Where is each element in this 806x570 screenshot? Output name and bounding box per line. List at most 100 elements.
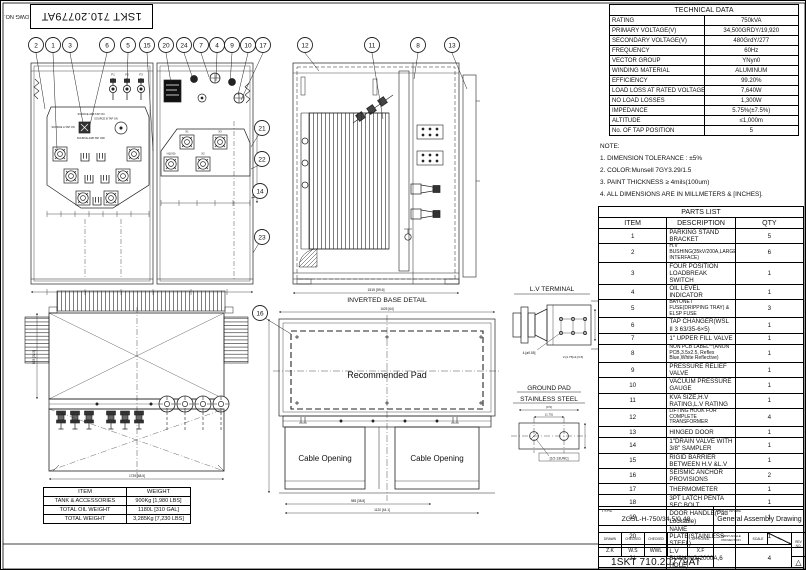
tech-value: 5: [703, 125, 799, 136]
part-item-no: 14: [597, 437, 668, 454]
svg-text:4: 4: [215, 42, 219, 49]
svg-text:16: 16: [256, 310, 264, 317]
dwg-name-label: DWG. NAME: [716, 508, 742, 513]
part-qty: 3: [734, 299, 805, 319]
parts-list-row: 8 NON PCB LABEL**(ANON PCB,3.5x2.5, Refl…: [597, 343, 805, 364]
lv-spacing-label: 2-[1.75]x2-[3.5]: [563, 355, 583, 359]
tech-label: FREQUENCY: [609, 45, 705, 56]
part-qty: 4: [734, 407, 805, 428]
part-description: PRESSURE RELIEF VALVE: [666, 362, 736, 379]
parts-list-title: PARTS LIST: [598, 206, 804, 218]
scale-slash: [768, 533, 792, 545]
part-item-no: 13: [597, 426, 668, 439]
svg-text:9: 9: [230, 42, 234, 49]
part-item-no: 7: [597, 332, 668, 345]
inverted-base-detail: [268, 311, 501, 514]
svg-text:SOURCE A&B TAP OFF: SOURCE A&B TAP OFF: [77, 136, 106, 140]
part-item-no: 10: [597, 377, 668, 394]
part-description: FOUR POSITION LOADBREAK SWITCH: [666, 261, 736, 285]
dwg-number: 1SKT 710.20779AT: [610, 557, 702, 568]
dwg-name-cell: DWG. NAME General Assembly Drawing: [714, 507, 805, 533]
sign-name: WWL: [649, 547, 663, 554]
weight-header-item: ITEM: [43, 487, 127, 497]
lv-terminal-title: L.V TERMINAL: [530, 286, 575, 293]
svg-text:15: 15: [143, 42, 151, 49]
tech-label: PRIMARY VOLTAGE(V): [609, 25, 705, 36]
tech-label: No. OF TAP POSITION: [609, 125, 705, 136]
plan-view: [24, 290, 249, 480]
weight-item: TOTAL OIL WEIGHT: [43, 505, 127, 515]
svg-text:12: 12: [301, 42, 309, 49]
parts-list-row: 19 DOOR HANDLE(Pad Lockable) 1: [597, 509, 805, 526]
projection-label: FIRST ANGLE PROJECTION: [721, 534, 741, 542]
sign-name: X.F: [696, 547, 705, 554]
sign-role: CHECKED: [625, 536, 641, 541]
plan-width-dim: 1739 [68.5]: [129, 474, 145, 478]
svg-text:24: 24: [180, 42, 188, 49]
scale-label: SCALE: [752, 536, 764, 541]
technical-data-row: VECTOR GROUP YNyn0: [609, 55, 799, 66]
svg-text:23: 23: [258, 234, 266, 241]
technical-data-table: TECHNICAL DATA RATING 750kVA PRIMARY VOL…: [609, 4, 799, 136]
type-value: ZGSL-H-750/34.5/0.48: [621, 516, 691, 523]
tech-value: ALUMINUM: [703, 65, 799, 76]
part-qty: 1: [734, 362, 805, 379]
ground-pad-subtitle: STAINLESS STEEL: [520, 396, 578, 403]
weight-item: TOTAL WEIGHT: [43, 514, 127, 524]
weight-table: ITEM WEIGHT TANK & ACCESSORIES 900Kg [1,…: [43, 487, 191, 524]
part-item-no: 3: [597, 261, 668, 285]
svg-text:SOURCE A&B TAP ON: SOURCE A&B TAP ON: [78, 112, 105, 116]
side-width-dim: 1515 [59.6]: [368, 288, 385, 292]
tech-label: SECONDARY VOLTAGE(V): [609, 35, 705, 46]
pad-width-dim: 1625 [64]: [380, 307, 393, 311]
parts-list-row: 4 OIL LEVEL INDICATOR 1: [597, 283, 805, 301]
part-qty: 1: [734, 283, 805, 301]
tech-value: 5.75%(±7.5%): [703, 105, 799, 116]
weight-row: TOTAL WEIGHT 3,285Kg [7,230 LBS]: [43, 514, 191, 524]
note-line: 3. PAINT THICKNESS ≥ 4mils(100um): [600, 179, 710, 186]
tech-value: ≤1,000m: [703, 115, 799, 126]
tech-value: 480GrdY/277: [703, 35, 799, 46]
parts-list-row: 15 RIGID BARRIER BETWEEN H.V &L.V 1: [597, 452, 805, 469]
svg-text:H1(X0): H1(X0): [167, 152, 176, 156]
part-description: L.V BUSHING(2000A,6 HOLE): [666, 547, 736, 569]
parts-header-qty: QTY: [734, 217, 805, 229]
svg-text:6: 6: [105, 42, 109, 49]
part-description: SEISMIC ANCHOR PROVISIONS: [666, 467, 736, 485]
sign-name: W.S: [628, 547, 638, 554]
svg-text:1: 1: [51, 42, 55, 49]
parts-list-row: 3 FOUR POSITION LOADBREAK SWITCH 1: [597, 261, 805, 285]
part-item-no: 6: [597, 317, 668, 334]
part-item-no: 1: [597, 227, 668, 245]
sign-role: APPROVED: [691, 536, 710, 541]
svg-text:10: 10: [244, 42, 252, 49]
part-description: THERMOMETER: [666, 482, 736, 496]
lv-terminal-detail: [512, 293, 599, 351]
cable-dim2: 1120 [44.1]: [374, 508, 390, 512]
svg-text:13: 13: [448, 42, 456, 49]
part-qty: 1: [734, 343, 805, 364]
technical-data-row: RATING 750kVA: [609, 15, 799, 26]
rev-label: REV NO.: [795, 539, 802, 548]
svg-text:8: 8: [416, 42, 420, 49]
parts-list-row: 7 1" UPPER FILL VALVE 1: [597, 332, 805, 345]
svg-text:22: 22: [258, 156, 266, 163]
side-view: [292, 62, 480, 294]
parts-list-row: 6 TAP CHANGER(WSL II 3 63/35-6×5) 1: [597, 317, 805, 334]
ground-pad-width-dim: [3.5]: [546, 405, 552, 409]
technical-data-title: TECHNICAL DATA: [609, 4, 799, 16]
cable-opening-label-right: Cable Opening: [410, 454, 463, 463]
tech-label: VECTOR GROUP: [609, 55, 705, 66]
front-view: [30, 62, 258, 295]
ground-pad-detail: [511, 391, 587, 462]
parts-list-row: 11 KVA SIZE,H.V RATING,L.V RATING 1: [597, 392, 805, 409]
parts-list-row: 9 PRESSURE RELIEF VALVE 1: [597, 362, 805, 379]
ground-pad-title: GROUND PAD: [527, 385, 571, 392]
dwg-no-header: 1SKT 710.20779AT: [30, 4, 153, 29]
svg-text:5: 5: [126, 42, 130, 49]
svg-text:F2: F2: [125, 73, 129, 77]
svg-text:3: 3: [68, 42, 72, 49]
part-qty: 1: [734, 452, 805, 469]
weight-row: TOTAL OIL WEIGHT 1180L [310 GAL]: [43, 505, 191, 515]
part-item-no: 4: [597, 283, 668, 301]
